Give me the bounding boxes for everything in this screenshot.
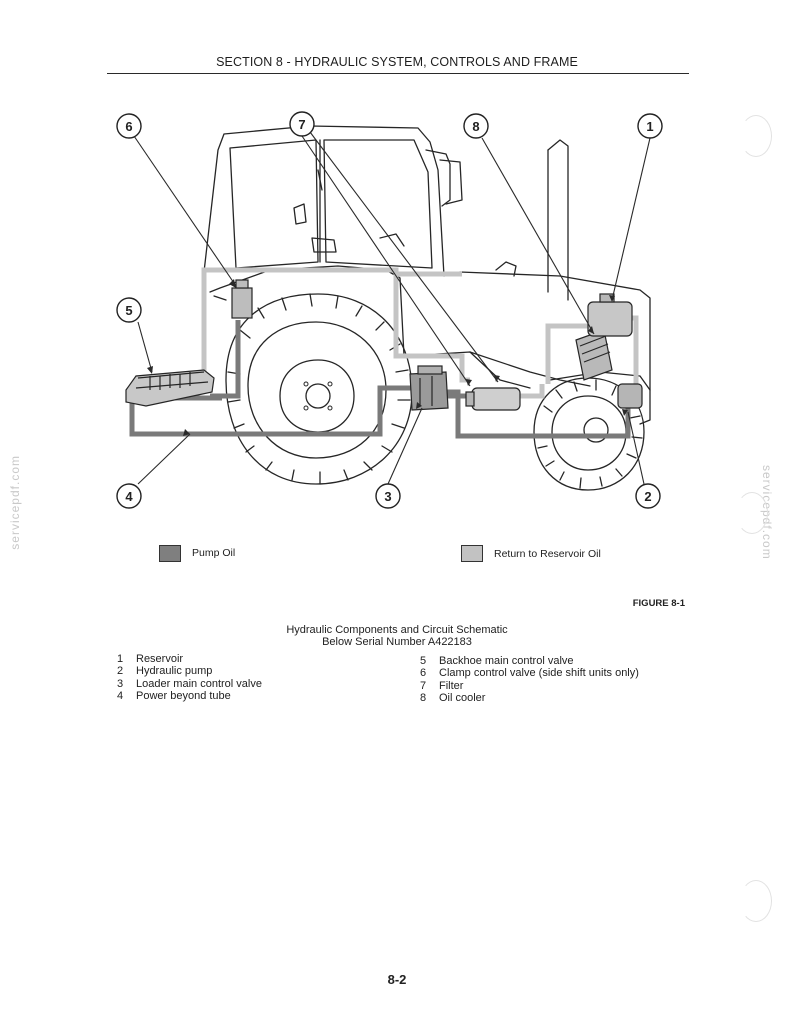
callout-5: 5 (116, 297, 142, 323)
rear-fender (209, 265, 405, 357)
punch-hole-middle (736, 492, 768, 534)
backhoe-control-valve (125, 369, 215, 407)
oil-cooler (575, 329, 613, 381)
tractor-cab (203, 125, 463, 277)
punch-hole-top (740, 115, 772, 157)
figure-caption-line-1: Hydraulic Components and Circuit Schemat… (286, 624, 508, 636)
svg-text:7: 7 (298, 117, 305, 132)
callout-bubbles: 1 2 3 4 5 6 7 8 (116, 111, 663, 509)
reservoir (587, 293, 633, 337)
pump-oil-swatch (159, 545, 181, 562)
pump-oil-label: Pump Oil (192, 547, 236, 559)
header-rule (107, 73, 689, 74)
leader-arrowheads (147, 279, 628, 436)
svg-text:6: 6 (125, 119, 132, 134)
return-oil-swatch (461, 545, 483, 562)
punch-hole-bottom (740, 880, 772, 922)
filter (465, 387, 521, 411)
figure-label: FIGURE 8-1 (632, 598, 685, 609)
svg-text:1: 1 (646, 119, 653, 134)
callout-3: 3 (375, 483, 401, 509)
svg-text:4: 4 (125, 489, 133, 504)
svg-text:3: 3 (384, 489, 391, 504)
leader-lines (133, 131, 651, 485)
figure-caption-line-2: Below Serial Number A422183 (322, 636, 472, 648)
watermark-left: servicepdf.com (8, 455, 22, 550)
svg-text:5: 5 (125, 303, 132, 318)
hydraulic-pump (617, 383, 643, 409)
callout-8: 8 (463, 113, 489, 139)
clamp-control-valve (231, 279, 253, 319)
svg-text:8: 8 (472, 119, 479, 134)
hydraulic-schematic-figure: 1 2 3 4 5 6 7 8 (116, 111, 663, 509)
callout-7: 7 (289, 111, 315, 137)
svg-text:2: 2 (644, 489, 651, 504)
section-header: SECTION 8 - HYDRAULIC SYSTEM, CONTROLS A… (216, 55, 578, 69)
page-number: 8-2 (387, 972, 407, 987)
callout-4: 4 (116, 483, 142, 509)
loader-control-valve (409, 365, 449, 411)
callout-2: 2 (635, 483, 661, 509)
callout-6: 6 (116, 113, 142, 139)
components (125, 279, 643, 411)
callout-1: 1 (637, 113, 663, 139)
return-oil-label: Return to Reservoir Oil (494, 548, 601, 560)
